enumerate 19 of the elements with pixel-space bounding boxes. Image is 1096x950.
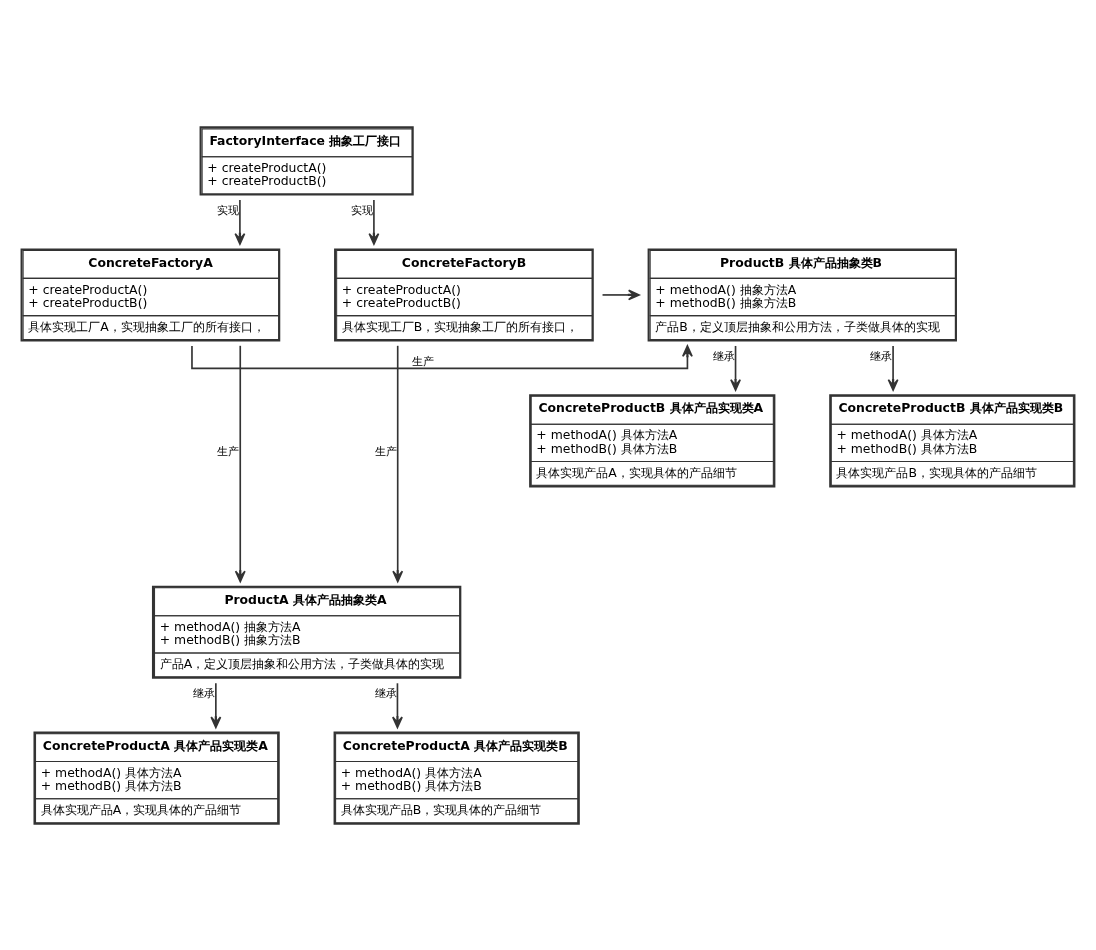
arrow: [391, 681, 403, 728]
edge-label: 继承: [374, 685, 397, 700]
edge-label: 继承: [192, 685, 215, 700]
edge-label: 实现: [351, 202, 374, 217]
edge-label: 继承: [870, 348, 893, 363]
arrow: [887, 344, 899, 391]
arrow: [601, 288, 640, 300]
arrow: [210, 681, 222, 728]
edge-label: 生产: [411, 353, 434, 368]
edge-label: 实现: [217, 202, 240, 217]
arrow: [368, 198, 380, 245]
arrow: [392, 344, 404, 582]
arrow: [234, 198, 246, 245]
edge-label: 生产: [217, 443, 240, 458]
arrow: [730, 344, 742, 391]
edge-label: 生产: [374, 443, 397, 458]
arrow: [234, 344, 246, 582]
arrow: [191, 344, 693, 369]
edge-label: 继承: [712, 348, 735, 363]
